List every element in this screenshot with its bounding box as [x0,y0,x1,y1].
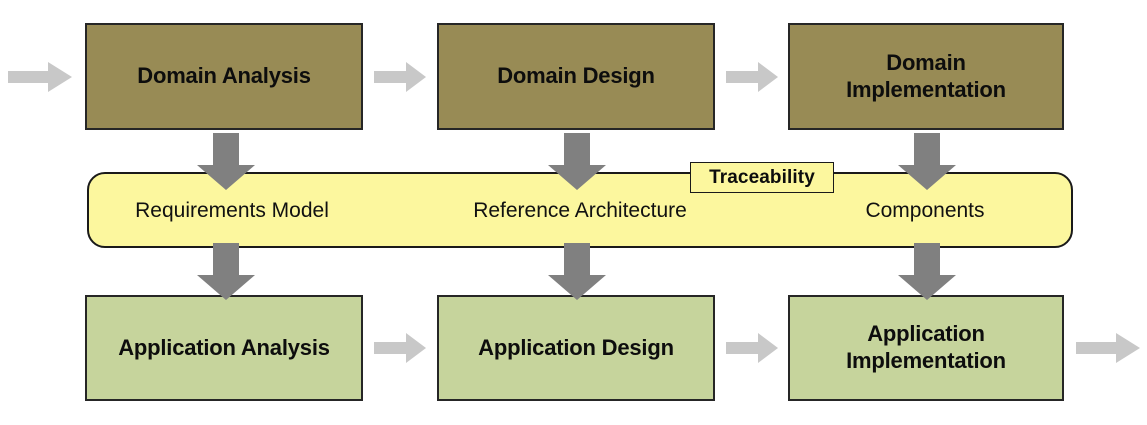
box-label-domain-design: Domain Design [497,63,655,89]
entry-arrow-top-icon [8,62,72,92]
exit-arrow-bottom-icon [1076,333,1140,363]
application-analysis-to-design-arrow-icon [374,333,426,363]
box-application-analysis[interactable]: Application Analysis [85,295,363,401]
box-application-implementation[interactable]: Application Implementation [788,295,1064,401]
box-label-domain-analysis: Domain Analysis [137,63,311,89]
box-application-design[interactable]: Application Design [437,295,715,401]
reference-architecture-to-application-design-arrow-icon [548,243,606,300]
box-label-line-1: Application [867,321,985,347]
domain-analysis-to-requirements-model-arrow-icon [197,133,255,190]
traceability-label: Traceability [690,162,834,193]
artifact-label-requirements-model: Requirements Model [135,199,329,222]
box-domain-analysis[interactable]: Domain Analysis [85,23,363,130]
box-domain-design[interactable]: Domain Design [437,23,715,130]
box-domain-implementation[interactable]: Domain Implementation [788,23,1064,130]
box-label-application-implementation: Application Implementation [846,321,1006,375]
domain-implementation-to-components-arrow-icon [898,133,956,190]
box-label-application-analysis: Application Analysis [118,334,330,360]
domain-design-to-implementation-arrow-icon [726,62,778,92]
components-to-application-implementation-arrow-icon [898,243,956,300]
domain-analysis-to-design-arrow-icon [374,62,426,92]
domain-design-to-reference-architecture-arrow-icon [548,133,606,190]
box-label-line-1: Domain [886,49,966,75]
artifact-label-components: Components [865,199,985,222]
artifact-label-reference-architecture: Reference Architecture [473,199,687,222]
box-label-application-design: Application Design [478,334,674,360]
requirements-model-to-application-analysis-arrow-icon [197,243,255,300]
box-label-domain-implementation: Domain Implementation [846,50,1006,104]
application-design-to-implementation-arrow-icon [726,333,778,363]
box-label-line-2: Implementation [846,348,1006,373]
box-label-line-2: Implementation [846,76,1006,102]
